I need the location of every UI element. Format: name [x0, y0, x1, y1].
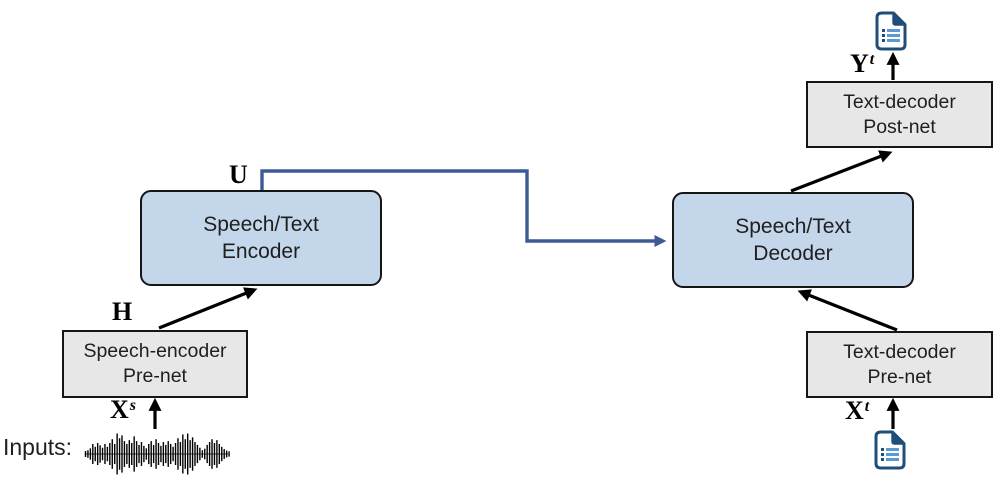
text-prenet-label-line2: Pre-net	[867, 365, 932, 388]
waveform-icon	[84, 433, 230, 475]
decoder-label-line2: Decoder	[753, 242, 833, 265]
input-document-icon	[874, 430, 906, 470]
label-y-t: Yt	[850, 51, 874, 77]
speech-text-decoder-box: Speech/Text Decoder	[672, 192, 914, 288]
text-decoder-postnet-box: Text-decoder Post-net	[806, 81, 993, 148]
arrow-text-prenet-to-decoder	[797, 289, 898, 332]
speech-prenet-label-line1: Speech-encoder	[83, 340, 227, 362]
label-x-t-sup: t	[864, 398, 870, 415]
text-prenet-label-line1: Text-decoder	[843, 340, 956, 363]
text-decoder-prenet-box: Text-decoder Pre-net	[806, 331, 993, 398]
label-x-t-base: X	[845, 396, 864, 425]
encoder-label-line1: Speech/Text	[203, 213, 319, 236]
label-y-t-sup: t	[869, 51, 875, 68]
text-postnet-label-line1: Text-decoder	[843, 90, 956, 113]
label-x-s: Xs	[110, 397, 136, 423]
label-x-s-sup: s	[129, 397, 137, 414]
label-x-s-base: X	[110, 395, 129, 424]
label-x-t: Xt	[845, 398, 869, 424]
arrow-speech-prenet-to-encoder	[158, 287, 258, 330]
label-u-text: U	[229, 160, 248, 189]
text-postnet-label-line2: Post-net	[863, 115, 936, 138]
speech-text-encoder-box: Speech/Text Encoder	[140, 190, 382, 286]
label-h-text: H	[112, 297, 133, 326]
encoder-label-line2: Encoder	[221, 240, 301, 263]
output-document-icon	[875, 11, 907, 51]
speech-encoder-prenet-box: Speech-encoder Pre-net	[62, 330, 248, 398]
arrow-decoder-to-postnet	[790, 150, 893, 193]
speech-prenet-label-line2: Pre-net	[123, 365, 187, 387]
label-u: U	[229, 162, 248, 188]
inputs-caption: Inputs:	[3, 434, 73, 460]
label-h: H	[112, 299, 132, 325]
label-y-t-base: Y	[850, 49, 869, 78]
decoder-label-line1: Speech/Text	[735, 215, 851, 238]
